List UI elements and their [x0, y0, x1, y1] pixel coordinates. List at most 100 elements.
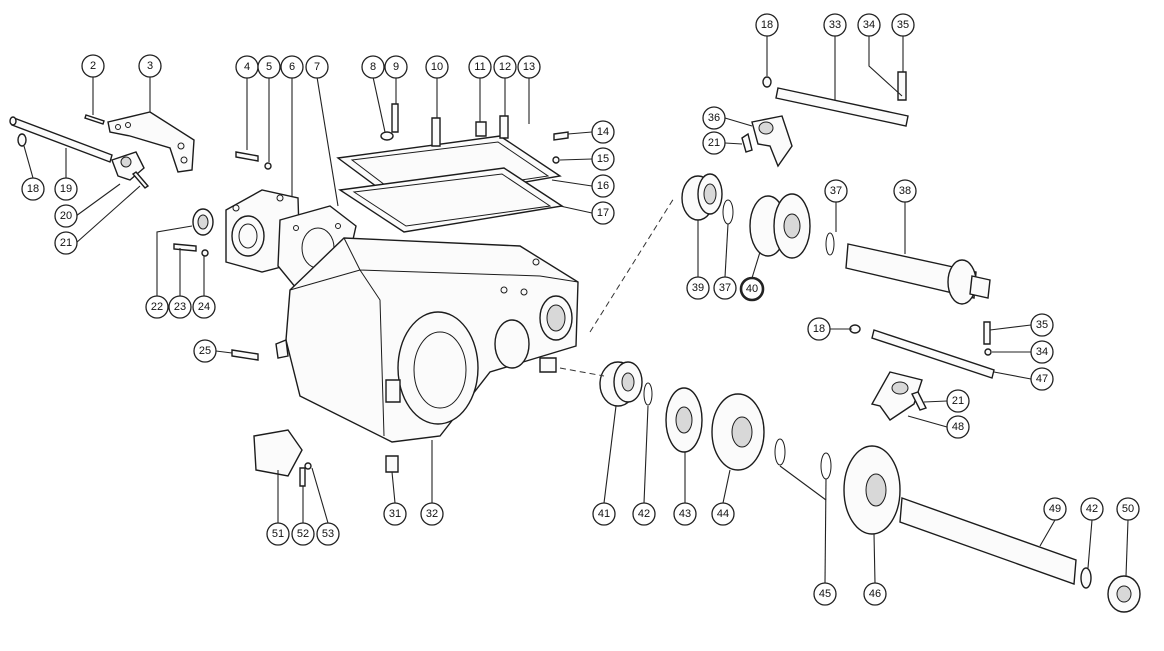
callout-23[interactable]: 23	[168, 295, 192, 319]
callout-8[interactable]: 8	[361, 55, 385, 79]
callout-18-mid[interactable]: 18	[807, 317, 831, 341]
upper-gear-set	[682, 174, 834, 258]
callout-label: 2	[90, 60, 96, 72]
callout-label: 22	[151, 301, 163, 313]
callout-37-right[interactable]: 37	[824, 179, 848, 203]
callout-5[interactable]: 5	[257, 55, 281, 79]
callout-38[interactable]: 38	[893, 179, 917, 203]
callout-10[interactable]: 10	[425, 55, 449, 79]
callout-2[interactable]: 2	[81, 54, 105, 78]
shift-finger	[112, 152, 148, 188]
callout-22[interactable]: 22	[145, 295, 169, 319]
callout-label: 49	[1049, 503, 1061, 515]
callout-35-top[interactable]: 35	[891, 13, 915, 37]
callout-label: 18	[813, 323, 825, 335]
callout-6[interactable]: 6	[280, 55, 304, 79]
callout-label: 12	[499, 61, 511, 73]
assembly-line-lower	[560, 368, 604, 376]
callout-44[interactable]: 44	[711, 502, 735, 526]
callout-label: 37	[719, 282, 731, 294]
callout-label: 23	[174, 301, 186, 313]
callout-label: 50	[1122, 503, 1134, 515]
callout-19[interactable]: 19	[54, 177, 78, 201]
callout-42-right[interactable]: 42	[1080, 497, 1104, 521]
callout-25[interactable]: 25	[193, 339, 217, 363]
callout-52[interactable]: 52	[291, 522, 315, 546]
callout-label: 8	[370, 61, 376, 73]
callout-40-highlighted[interactable]: 40	[739, 276, 765, 302]
callout-31[interactable]: 31	[383, 502, 407, 526]
callout-21-top[interactable]: 21	[702, 131, 726, 155]
callout-label: 35	[897, 19, 909, 31]
gearbox-housing	[276, 238, 578, 442]
callout-15[interactable]: 15	[591, 147, 615, 171]
callout-45[interactable]: 45	[813, 582, 837, 606]
callout-label: 52	[297, 528, 309, 540]
callout-13[interactable]: 13	[517, 55, 541, 79]
callout-7[interactable]: 7	[305, 55, 329, 79]
callout-53[interactable]: 53	[316, 522, 340, 546]
callout-33[interactable]: 33	[823, 13, 847, 37]
callout-46[interactable]: 46	[863, 582, 887, 606]
callout-12[interactable]: 12	[493, 55, 517, 79]
callouts: 2 3 4 5 6 7 8 9 10 11 12 13 14 15 16 17 …	[21, 13, 1140, 606]
callout-label: 40	[746, 283, 758, 295]
callout-label: 21	[60, 237, 72, 249]
callout-label: 32	[426, 508, 438, 520]
callout-label: 42	[638, 508, 650, 520]
callout-20[interactable]: 20	[54, 204, 78, 228]
lower-shift-fork	[872, 372, 926, 420]
callout-24[interactable]: 24	[192, 295, 216, 319]
drain-plug	[386, 456, 398, 472]
callout-32[interactable]: 32	[420, 502, 444, 526]
callout-51[interactable]: 51	[266, 522, 290, 546]
callout-34-top[interactable]: 34	[857, 13, 881, 37]
callout-39[interactable]: 39	[686, 276, 710, 300]
upper-shift-fork	[742, 116, 792, 166]
callout-label: 34	[1036, 346, 1048, 358]
callout-label: 18	[761, 19, 773, 31]
output-shaft-set	[844, 446, 1140, 612]
callout-36[interactable]: 36	[702, 106, 726, 130]
callout-48[interactable]: 48	[946, 415, 970, 439]
callout-label: 9	[393, 61, 399, 73]
callout-label: 42	[1086, 503, 1098, 515]
lower-gear-set	[600, 362, 831, 479]
callout-3[interactable]: 3	[138, 54, 162, 78]
callout-label: 16	[597, 180, 609, 192]
callout-43[interactable]: 43	[673, 502, 697, 526]
callout-4[interactable]: 4	[235, 55, 259, 79]
callout-50[interactable]: 50	[1116, 497, 1140, 521]
callout-9[interactable]: 9	[384, 55, 408, 79]
lower-shift-rod	[850, 322, 994, 378]
callout-label: 13	[523, 61, 535, 73]
callout-21-mid[interactable]: 21	[946, 389, 970, 413]
callout-14[interactable]: 14	[591, 120, 615, 144]
callout-label: 47	[1036, 373, 1048, 385]
callout-label: 34	[863, 19, 875, 31]
callout-18-top[interactable]: 18	[755, 13, 779, 37]
callout-label: 46	[869, 588, 881, 600]
parts-drawing	[10, 72, 1140, 612]
callout-17[interactable]: 17	[591, 201, 615, 225]
callout-21-left[interactable]: 21	[54, 231, 78, 255]
callout-35-mid[interactable]: 35	[1030, 313, 1054, 337]
callout-42-left[interactable]: 42	[632, 502, 656, 526]
side-cover-assembly	[174, 152, 356, 288]
assembly-line-upper	[590, 198, 674, 332]
callout-label: 51	[272, 528, 284, 540]
callout-18-left[interactable]: 18	[21, 177, 45, 201]
callout-label: 33	[829, 19, 841, 31]
callout-34-mid[interactable]: 34	[1030, 340, 1054, 364]
callout-41[interactable]: 41	[592, 502, 616, 526]
callout-37-left[interactable]: 37	[713, 276, 737, 300]
callout-label: 25	[199, 345, 211, 357]
top-cover	[338, 104, 568, 232]
callout-16[interactable]: 16	[591, 174, 615, 198]
callout-47[interactable]: 47	[1030, 367, 1054, 391]
callout-49[interactable]: 49	[1043, 497, 1067, 521]
callout-11[interactable]: 11	[468, 55, 492, 79]
callout-label: 39	[692, 282, 704, 294]
callout-label: 31	[389, 508, 401, 520]
callout-label: 35	[1036, 319, 1048, 331]
